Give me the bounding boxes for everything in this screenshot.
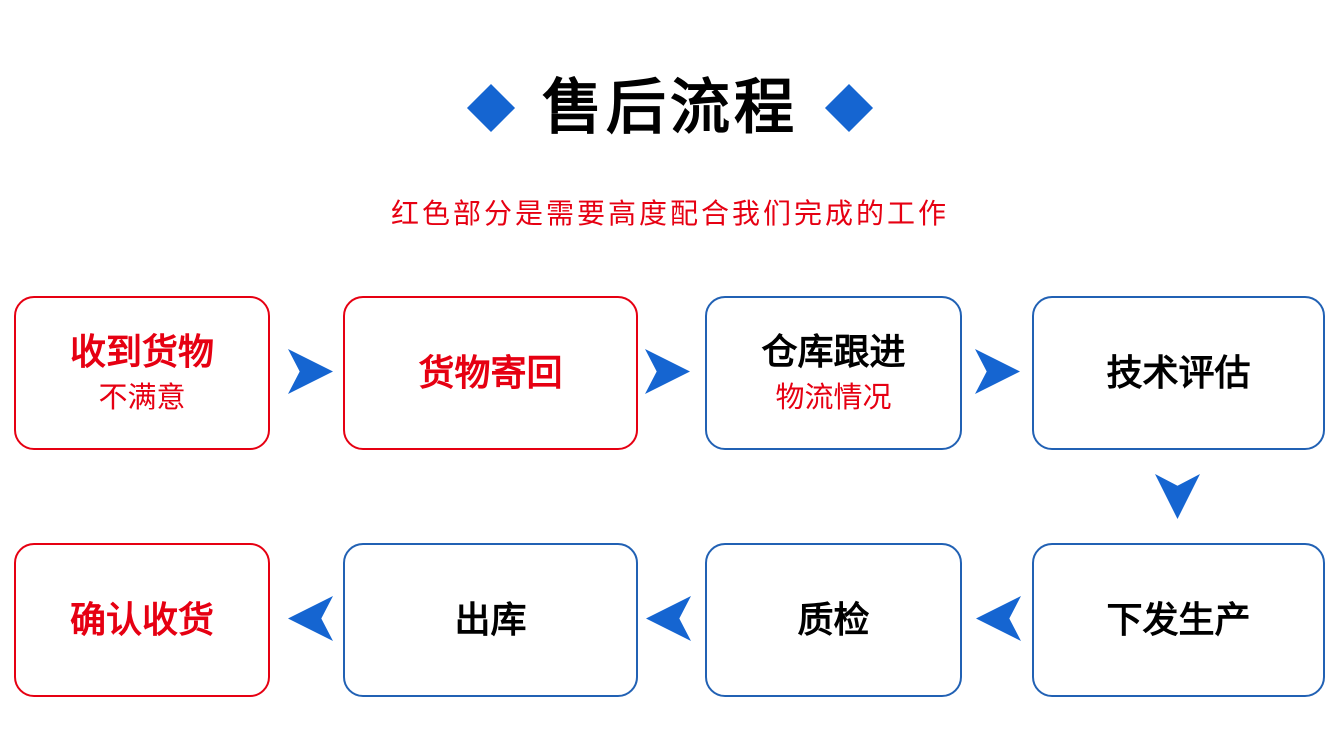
arrow-right-icon [975, 349, 1020, 394]
box-title: 货物寄回 [418, 352, 563, 394]
box-title: 收到货物 [69, 331, 214, 373]
flow-box-out-of-warehouse: 出库 [343, 543, 638, 697]
flow-box-goods-received: 收到货物 不满意 [14, 296, 270, 450]
flow-box-warehouse-follow-up: 仓库跟进 物流情况 [705, 296, 962, 450]
box-title: 下发生产 [1106, 599, 1251, 641]
arrow-left-icon [976, 596, 1021, 641]
box-title: 质检 [797, 599, 870, 641]
flow-box-quality-inspection: 质检 [705, 543, 962, 697]
box-subtitle: 物流情况 [775, 381, 892, 414]
box-title: 仓库跟进 [761, 331, 906, 373]
box-title: 确认收货 [69, 599, 214, 641]
arrow-left-icon [646, 596, 691, 641]
flow-box-confirm-receipt: 确认收货 [14, 543, 270, 697]
flow-box-issue-production: 下发生产 [1032, 543, 1325, 697]
box-subtitle: 不满意 [98, 381, 186, 414]
page-title-row: 售后流程 [0, 78, 1340, 138]
box-title: 技术评估 [1106, 352, 1251, 394]
page-title: 售后流程 [542, 74, 798, 141]
box-title: 出库 [454, 599, 527, 641]
flow-box-goods-return: 货物寄回 [343, 296, 638, 450]
flow-box-technical-evaluation: 技术评估 [1032, 296, 1325, 450]
arrow-right-icon [288, 349, 333, 394]
arrow-left-icon [288, 596, 333, 641]
arrow-right-icon [645, 349, 690, 394]
subtitle-note: 红色部分是需要高度配合我们完成的工作 [390, 198, 949, 229]
arrow-down-icon [1155, 474, 1200, 519]
